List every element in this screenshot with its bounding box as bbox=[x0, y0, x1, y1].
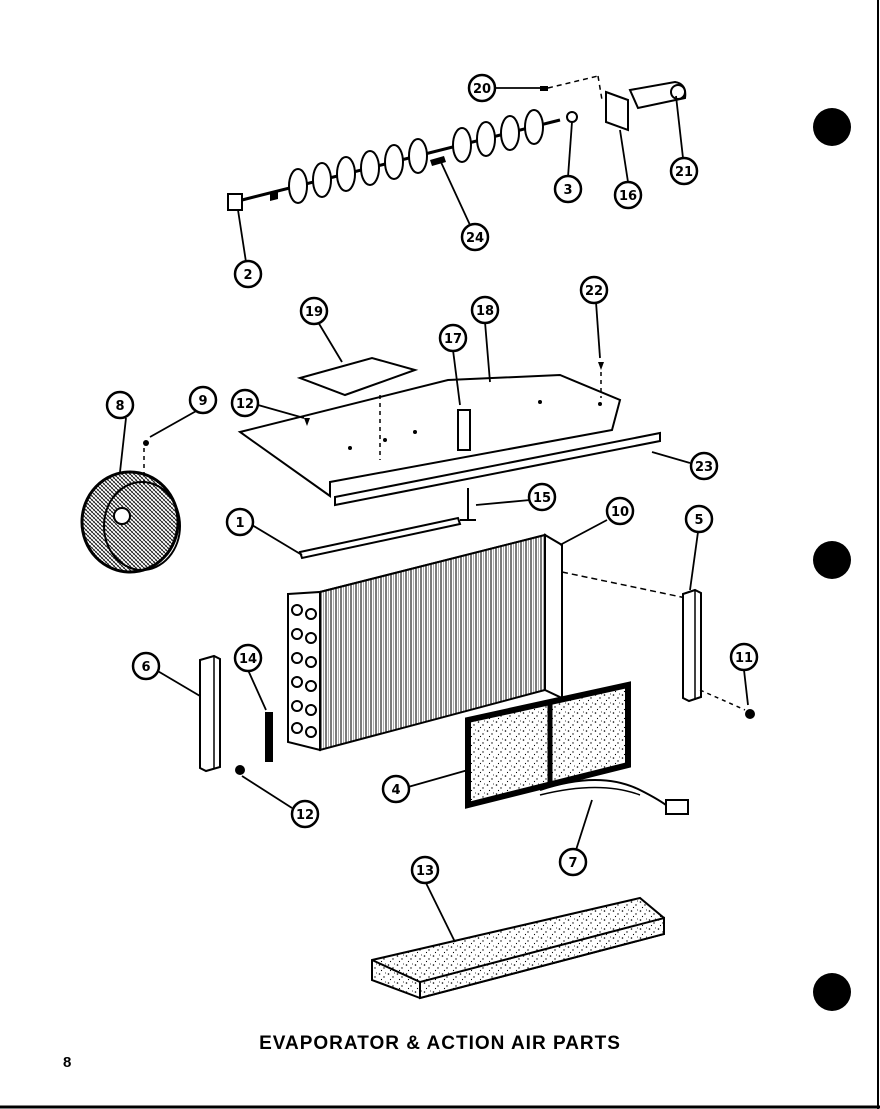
evaporator-coil bbox=[287, 533, 687, 752]
svg-text:3: 3 bbox=[563, 183, 572, 198]
callout-13: 13 bbox=[410, 855, 440, 885]
svg-text:24: 24 bbox=[466, 231, 484, 246]
callout-15: 15 bbox=[527, 482, 557, 512]
binder-hole-middle bbox=[813, 541, 851, 579]
svg-text:14: 14 bbox=[239, 652, 257, 667]
bushing-part-3 bbox=[566, 111, 578, 123]
filter-frame-part-4 bbox=[465, 681, 631, 809]
svg-text:22: 22 bbox=[585, 284, 603, 299]
svg-text:16: 16 bbox=[619, 189, 637, 204]
svg-text:15: 15 bbox=[533, 491, 551, 506]
svg-text:8: 8 bbox=[115, 399, 124, 414]
callout-16: 16 bbox=[613, 180, 643, 210]
diagram-caption: EVAPORATOR & ACTION AIR PARTS bbox=[259, 1033, 621, 1054]
callout-10: 10 bbox=[605, 496, 635, 526]
screw-part-11 bbox=[745, 709, 755, 719]
callout-1: 1 bbox=[225, 507, 255, 537]
louver-discs bbox=[288, 109, 544, 204]
callout-12-top: 12 bbox=[230, 388, 260, 418]
nut-part-9 bbox=[143, 440, 149, 446]
top-support-panel bbox=[237, 356, 661, 560]
callout-2: 2 bbox=[233, 259, 263, 289]
side-bracket-part-6 bbox=[199, 654, 273, 775]
bearing-part-2 bbox=[227, 193, 243, 211]
callout-12-bottom: 12 bbox=[290, 799, 320, 829]
svg-text:2: 2 bbox=[243, 268, 252, 283]
svg-text:21: 21 bbox=[675, 165, 693, 180]
callout-9: 9 bbox=[188, 385, 218, 415]
callout-markers: 20 3 16 21 24 2 19 17 18 22 12 8 9 23 15… bbox=[105, 73, 759, 885]
side-bracket-part-5 bbox=[682, 588, 755, 719]
callout-6: 6 bbox=[131, 651, 161, 681]
svg-text:13: 13 bbox=[416, 864, 434, 879]
coil-return-bends bbox=[291, 604, 317, 738]
screw-part-12 bbox=[235, 765, 245, 775]
callout-17: 17 bbox=[438, 323, 468, 353]
callout-5: 5 bbox=[684, 504, 714, 534]
svg-text:19: 19 bbox=[305, 305, 323, 320]
drain-pan-part-13 bbox=[371, 896, 665, 1000]
svg-text:12: 12 bbox=[296, 808, 314, 823]
callout-4: 4 bbox=[381, 774, 411, 804]
svg-text:20: 20 bbox=[473, 82, 491, 97]
binder-hole-bottom bbox=[813, 973, 851, 1011]
callout-8: 8 bbox=[105, 390, 135, 420]
svg-text:18: 18 bbox=[476, 304, 494, 319]
svg-text:12: 12 bbox=[236, 397, 254, 412]
callout-18: 18 bbox=[470, 295, 500, 325]
plate-part-19 bbox=[296, 356, 419, 397]
svg-text:1: 1 bbox=[235, 516, 244, 531]
callout-3: 3 bbox=[553, 174, 583, 204]
rail-part-23 bbox=[334, 431, 661, 507]
callout-20: 20 bbox=[467, 73, 497, 103]
louver-rod-assembly bbox=[227, 75, 687, 211]
svg-text:23: 23 bbox=[695, 460, 713, 475]
page-number: 8 bbox=[63, 1054, 72, 1071]
gasket-part-14 bbox=[265, 712, 273, 762]
strip-part-1 bbox=[298, 516, 462, 560]
motor-bracket-part-16 bbox=[605, 90, 629, 132]
svg-text:6: 6 bbox=[141, 660, 150, 675]
callout-23: 23 bbox=[689, 451, 719, 481]
bracket-part-17 bbox=[457, 409, 471, 451]
callout-14: 14 bbox=[233, 643, 263, 673]
callout-22: 22 bbox=[579, 275, 609, 305]
svg-text:11: 11 bbox=[735, 651, 753, 666]
leader-lines bbox=[119, 87, 749, 943]
svg-text:9: 9 bbox=[198, 394, 207, 409]
power-cord-part-7 bbox=[539, 779, 689, 815]
callout-11: 11 bbox=[729, 642, 759, 672]
svg-text:5: 5 bbox=[694, 513, 703, 528]
svg-text:10: 10 bbox=[611, 505, 629, 520]
blower-wheel bbox=[80, 440, 181, 574]
callout-7: 7 bbox=[558, 847, 588, 877]
callout-19: 19 bbox=[299, 296, 329, 326]
svg-text:4: 4 bbox=[391, 783, 400, 798]
callout-21: 21 bbox=[669, 156, 699, 186]
binder-hole-top bbox=[813, 108, 851, 146]
callout-24: 24 bbox=[460, 222, 490, 252]
svg-text:17: 17 bbox=[444, 332, 462, 347]
svg-text:7: 7 bbox=[568, 856, 577, 871]
